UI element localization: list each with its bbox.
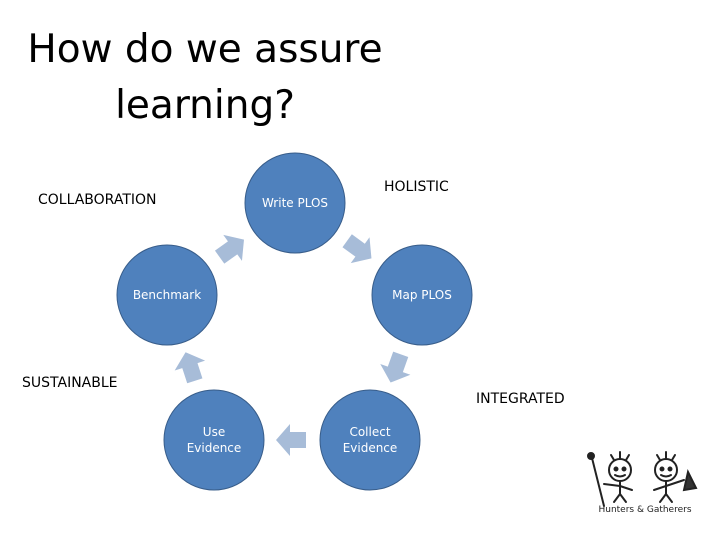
label-sustainable: SUSTAINABLE — [22, 375, 118, 391]
label-collaboration: COLLABORATION — [38, 192, 157, 208]
cycle-node-benchmark: Benchmark — [116, 244, 218, 346]
cycle-arrow — [342, 234, 372, 264]
title-line-1: How do we assure — [27, 27, 383, 72]
hunters-gatherers-logo: Hunters & Gatherers — [587, 451, 698, 515]
cycle-arrow — [214, 234, 244, 264]
cycle-arrow — [174, 352, 206, 384]
label-holistic: HOLISTIC — [384, 179, 449, 195]
title-line-2: learning? — [115, 83, 295, 128]
logo-text: Hunters & Gatherers — [598, 505, 691, 515]
page-title: How do we assure learning? — [20, 22, 390, 134]
cycle-node-label: Map PLOS — [392, 288, 452, 302]
cycle-arrow — [276, 424, 306, 456]
stick-figure-icon — [653, 451, 698, 503]
label-integrated: INTEGRATED — [476, 391, 565, 407]
cycle-node-map-plos: Map PLOS — [371, 244, 473, 346]
cycle-node-label: Write PLOS — [262, 196, 328, 210]
cycle-node-write-plos: Write PLOS — [244, 152, 346, 254]
cycle-node-label: Benchmark — [133, 288, 201, 302]
cycle-arrow — [380, 351, 411, 383]
stick-figure-icon — [587, 451, 633, 507]
